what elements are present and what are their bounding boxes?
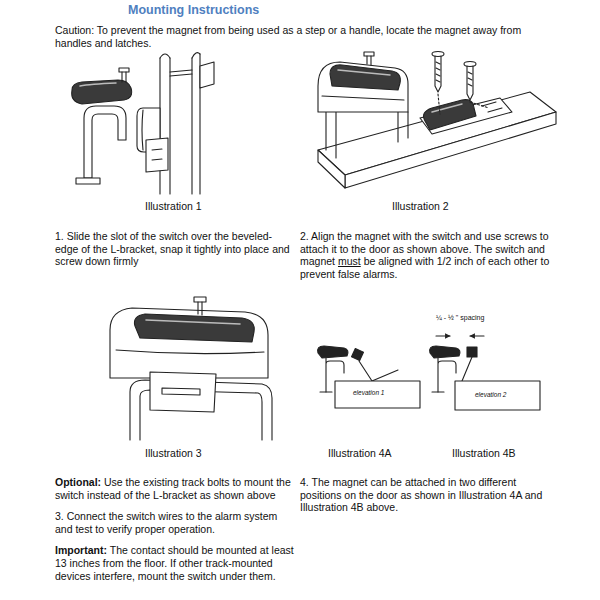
step-text: be aligned with 1/2 inch of each other t…	[300, 255, 549, 280]
illustration-four-a-part	[335, 381, 420, 408]
illustration-one-part	[84, 106, 126, 178]
illustration-three-part	[194, 297, 206, 302]
elevation-label-block: elevation 2	[474, 391, 507, 399]
figure-caption: Illustration 4B	[452, 447, 516, 459]
step-text: 3. Connect the switch wires to the alarm…	[55, 510, 277, 535]
note-text-block: Important:The contact should be mounted …	[55, 544, 295, 582]
figure-caption-block: Illustration 1	[145, 200, 202, 213]
illustration-four-b-part	[436, 335, 450, 336]
illustration-one-part	[80, 83, 116, 86]
figure-caption: Illustration 4A	[328, 447, 392, 459]
illustration-two-part	[470, 102, 489, 108]
illustration-one	[72, 53, 214, 194]
caution-note-block: Caution: To prevent the magnet from bein…	[55, 24, 560, 49]
figure-caption-block: Illustration 4A	[328, 447, 392, 460]
illustration-two-part	[318, 62, 408, 112]
illustration-one-part	[170, 70, 192, 76]
illustration-four-a-part	[318, 346, 348, 358]
illustration-two-part	[420, 98, 512, 134]
step-text-block: 4. The magnet can be attached in two dif…	[300, 476, 545, 514]
illustration-one-part	[160, 53, 200, 58]
figure-caption: Illustration 2	[392, 200, 449, 212]
illustration-two-part	[338, 70, 390, 75]
step-text-block: 2. Align the magnet with the switch and …	[300, 230, 555, 280]
illustration-one-part	[146, 138, 168, 172]
note-text-block: Optional:Use the existing track bolts to…	[55, 476, 295, 501]
figure-caption-block: Illustration 3	[145, 447, 202, 460]
figure-caption: Illustration 3	[145, 447, 202, 459]
illustration-four-b	[430, 336, 540, 410]
illustration-one-part	[72, 80, 132, 104]
illustration-one-part	[152, 149, 162, 160]
illustration-four-a	[318, 346, 420, 408]
illustration-two-part	[330, 65, 400, 90]
page-title: Mounting Instructions	[128, 3, 259, 17]
illustration-one-part	[142, 110, 143, 150]
spacing-dimension: ¼ - ½ " spacing	[436, 314, 484, 321]
illustration-three-part	[150, 372, 216, 412]
step-text-block: 3. Connect the switch wires to the alarm…	[55, 510, 295, 535]
illustration-three-part	[110, 308, 268, 378]
step-text: 1. Slide the slot of the switch over the…	[55, 230, 290, 267]
illustration-four-b-part	[438, 358, 456, 392]
illustration-three-part	[116, 350, 264, 354]
illustration-two	[318, 52, 556, 189]
caution-note: Caution: To prevent the magnet from bein…	[55, 24, 521, 49]
emphasis-text: Important:	[55, 544, 107, 556]
illustration-two-part	[326, 112, 408, 158]
illustration-three-part	[146, 320, 240, 324]
emphasis-text: Optional:	[55, 476, 101, 488]
elevation-label: elevation 1	[353, 389, 384, 396]
spacing-dimension-block: ¼ - ½ " spacing	[436, 313, 484, 322]
illustration-three-part	[134, 314, 254, 342]
illustration-one-part	[200, 62, 214, 88]
figure-caption-block: Illustration 2	[392, 200, 449, 213]
illustration-two-part	[436, 62, 440, 82]
illustration-two-part	[438, 94, 440, 114]
illustration-three-part	[198, 302, 202, 315]
illustration-two-part	[435, 56, 441, 92]
illustration-two-part	[432, 52, 444, 57]
elevation-label-block: elevation 1	[352, 389, 385, 397]
illustration-four-a-part	[320, 391, 332, 392]
step-text: 4. The magnet can be attached in two dif…	[300, 476, 542, 513]
illustration-one-part	[119, 68, 129, 72]
illustration-one-part	[160, 54, 200, 194]
illustration-two-part	[468, 72, 472, 86]
illustration-four-b-part	[467, 347, 477, 357]
illustration-two-part	[467, 66, 473, 100]
illustration-two-part	[367, 56, 371, 65]
illustration-three-part	[162, 388, 200, 395]
illustration-two-part	[424, 100, 476, 130]
step-text-block: 1. Slide the slot of the switch over the…	[55, 230, 295, 268]
elevation-label: elevation 2	[475, 391, 506, 398]
illustration-four-b-part	[432, 391, 444, 392]
illustration-two-part	[318, 150, 345, 188]
illustration-two-part	[322, 96, 404, 100]
illustration-four-a-part	[359, 361, 398, 381]
figure-caption: Illustration 1	[145, 200, 202, 212]
illustration-two-part	[432, 104, 462, 112]
illustration-four-b-part	[455, 381, 540, 410]
emphasis-text: must	[338, 255, 361, 267]
illustration-four-b-part	[430, 346, 460, 358]
illustration-four-b-part	[462, 357, 472, 381]
illustration-two-part	[364, 52, 374, 56]
illustration-four-a-part	[352, 349, 364, 361]
illustration-three	[110, 297, 272, 440]
illustration-two-part	[464, 62, 476, 67]
figure-caption-block: Illustration 4B	[452, 447, 516, 460]
illustration-four-b-part	[470, 335, 484, 336]
illustration-one-part	[76, 178, 100, 184]
illustration-one-part	[122, 72, 126, 82]
